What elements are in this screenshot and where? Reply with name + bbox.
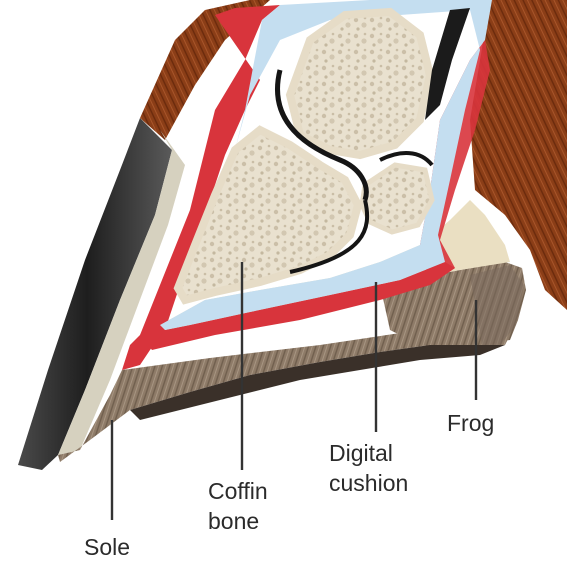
navicular-bone xyxy=(362,165,432,232)
sole-label: Sole xyxy=(84,532,130,562)
coffin-bone-label-line-2: bone xyxy=(208,506,268,536)
pastern-bone xyxy=(290,12,430,155)
joint-line-navicular xyxy=(380,153,432,165)
coffin-bone-label-line-1: Coffin xyxy=(208,476,268,506)
digital-cushion-label-line-2: cushion xyxy=(329,468,408,498)
coffin-bone-label: Coffin bone xyxy=(208,476,268,536)
digital-cushion-label-line-1: Digital xyxy=(329,438,408,468)
corium-rim xyxy=(122,330,165,370)
frog-label: Frog xyxy=(447,408,494,438)
frog-label-text: Frog xyxy=(447,410,494,436)
digital-cushion-label: Digital cushion xyxy=(329,438,408,498)
sole-label-text: Sole xyxy=(84,534,130,560)
